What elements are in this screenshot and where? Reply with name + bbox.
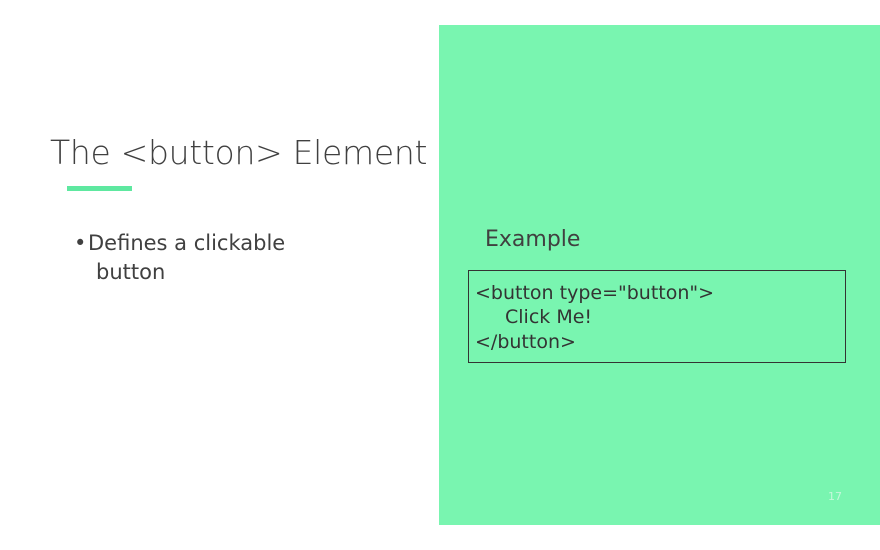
title-accent-underline bbox=[67, 186, 132, 191]
bullet-line-2: button bbox=[96, 260, 166, 284]
code-line-close-tag: </button> bbox=[475, 331, 576, 353]
code-example-box: <button type="button"> Click Me! </butto… bbox=[468, 270, 846, 363]
example-panel bbox=[439, 25, 880, 525]
bullet-marker: • bbox=[74, 231, 87, 255]
bullet-line-1: Defines a clickable bbox=[88, 231, 286, 255]
bullet-item: •Defines a clickable button bbox=[74, 229, 364, 287]
code-line-open-tag: <button type="button"> bbox=[475, 282, 715, 304]
slide-number: 17 bbox=[828, 490, 842, 503]
code-line-content: Click Me! bbox=[505, 306, 593, 328]
slide-title: The <button> Element bbox=[50, 133, 428, 172]
example-label: Example bbox=[485, 227, 581, 252]
